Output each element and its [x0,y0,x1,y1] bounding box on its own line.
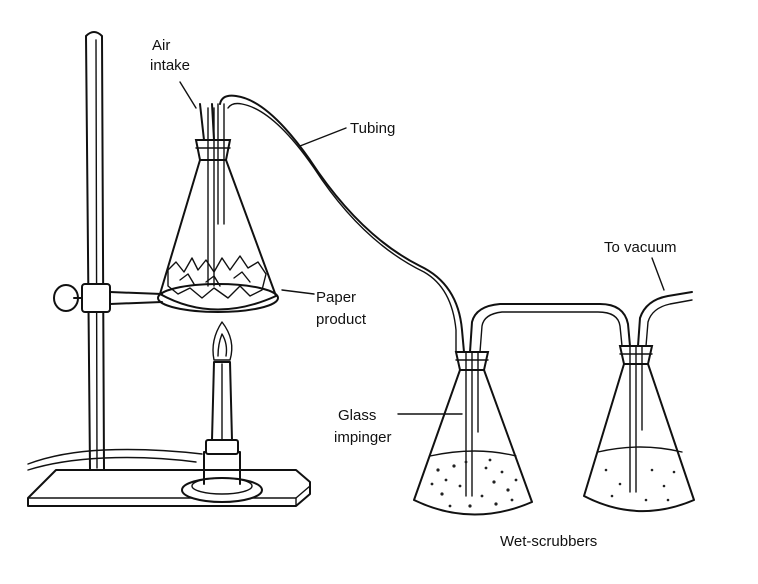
leader-lines [179,81,665,415]
clamp-boss [81,283,111,313]
ring-arm [109,291,163,305]
label-tubing: Tubing [350,120,395,137]
scrubber-2-bubbles [604,468,676,502]
paper-product-fill [167,255,267,299]
bunsen-burner [181,321,263,503]
label-glass-2: impinger [334,429,392,446]
tubing-system [199,94,693,353]
scrubber-1-bubbles [430,458,518,508]
scrubber-flask-2 [583,345,695,513]
gas-hose [27,448,203,471]
label-wet-scrubbers: Wet-scrubbers [500,533,597,550]
label-to-vacuum: To vacuum [604,239,677,256]
label-air-intake-2: intake [150,57,190,74]
labels: Air intake Tubing To vacuum Paper produc… [150,37,677,550]
flame [212,321,233,361]
heated-flask [157,103,279,313]
label-paper-2: product [316,311,367,328]
stand-base [27,469,311,507]
label-paper-1: Paper [316,289,356,306]
stand-rod [85,31,105,471]
scrubber-flask-1 [413,351,533,516]
label-glass-1: Glass [338,407,376,424]
ring-stand [27,31,311,507]
label-air-intake-1: Air [152,37,170,54]
support-ring [157,283,279,313]
